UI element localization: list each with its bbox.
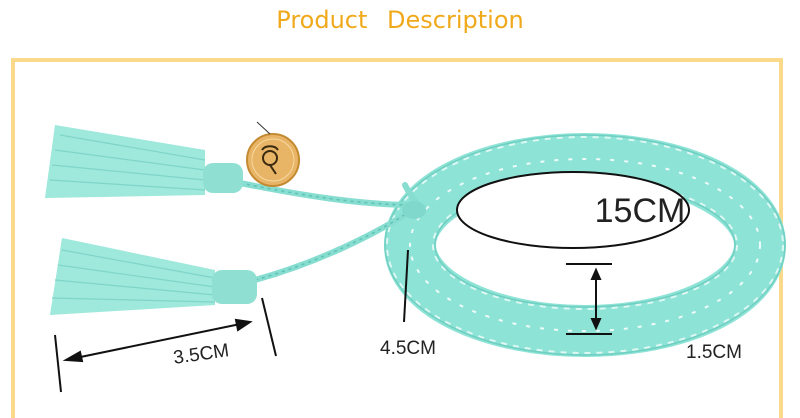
cord-knot (402, 201, 426, 219)
cord-length-label: 4.5CM (380, 338, 436, 359)
tassel-length-label: 3.5CM (172, 340, 230, 369)
product-illustration: 15CM (45, 121, 786, 393)
tassel-length-measure (54, 297, 277, 393)
page-title: Product Description (276, 6, 524, 34)
cord-length-line (403, 249, 409, 323)
tassel-lower (50, 238, 257, 315)
band-width-label: 1.5CM (686, 342, 742, 363)
circumference-label: 15CM (595, 192, 686, 230)
tassel-upper (45, 125, 243, 198)
zodiac-icon (261, 145, 279, 175)
circumference-oval (456, 171, 690, 249)
band-width-measure (566, 263, 612, 335)
pendant-charm (246, 121, 300, 187)
